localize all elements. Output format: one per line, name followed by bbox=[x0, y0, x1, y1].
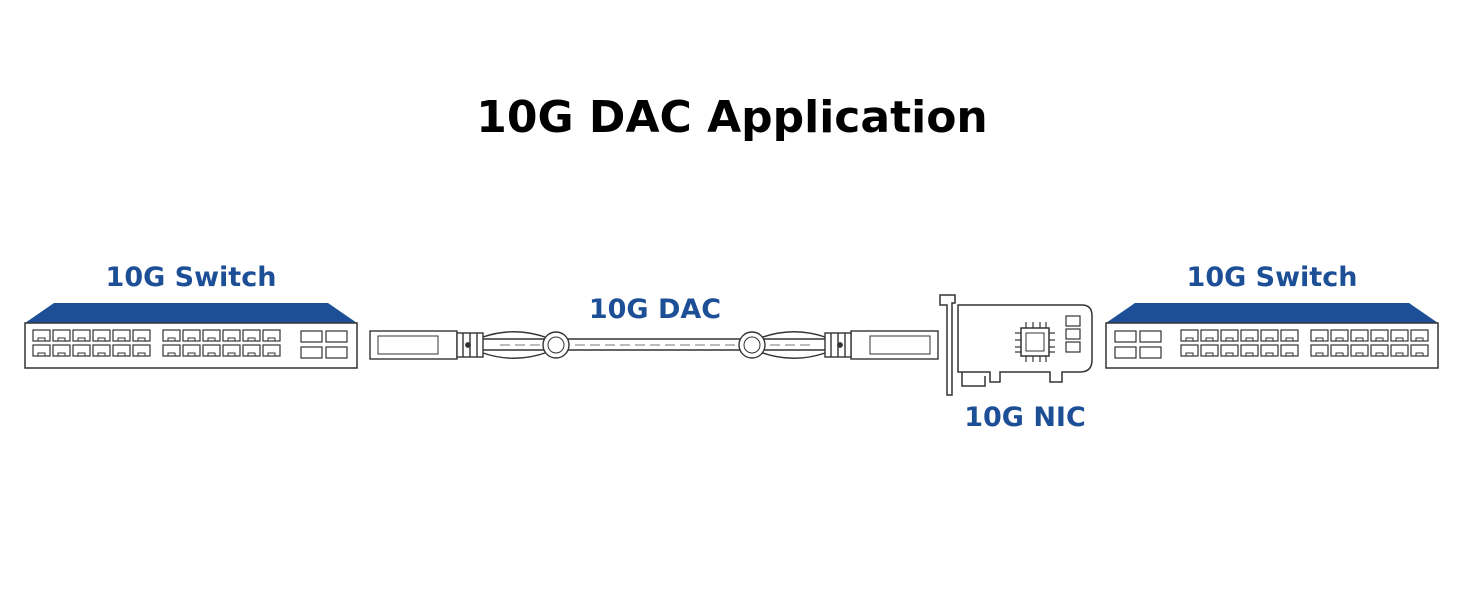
rj45-port bbox=[1180, 344, 1199, 357]
diagram-title: 10G DAC Application bbox=[476, 92, 988, 143]
rj45-port bbox=[1260, 344, 1279, 357]
rj45-port bbox=[1280, 329, 1299, 342]
rj45-port bbox=[1180, 329, 1199, 342]
rj45-port bbox=[32, 344, 51, 357]
dac-cable-icon bbox=[369, 330, 939, 360]
nic-connector-2 bbox=[1065, 328, 1081, 340]
switch-left-top bbox=[25, 303, 357, 323]
rj45-port bbox=[52, 329, 71, 342]
rj45-port bbox=[1220, 344, 1239, 357]
rj45-port bbox=[92, 344, 111, 357]
rj45-port bbox=[112, 329, 131, 342]
nic-chip bbox=[1015, 322, 1055, 362]
switch-right-icon bbox=[1105, 303, 1439, 369]
rj45-port bbox=[92, 329, 111, 342]
rj45-port bbox=[1350, 344, 1369, 357]
rj45-port bbox=[1350, 329, 1369, 342]
sfp-port bbox=[300, 330, 323, 343]
rj45-port bbox=[132, 344, 151, 357]
rj45-port bbox=[162, 344, 181, 357]
switch-left-icon bbox=[24, 303, 358, 369]
rj45-port bbox=[1330, 329, 1349, 342]
rj45-port bbox=[202, 344, 221, 357]
rj45-port bbox=[72, 329, 91, 342]
dac-label: 10G DAC bbox=[588, 294, 722, 325]
switch-left-label: 10G Switch bbox=[105, 262, 277, 293]
switch-right-top bbox=[1106, 303, 1438, 323]
rj45-port bbox=[262, 329, 281, 342]
rj45-port bbox=[242, 329, 261, 342]
rj45-port bbox=[202, 329, 221, 342]
switch-right-label: 10G Switch bbox=[1186, 262, 1358, 293]
sfp-port bbox=[1139, 330, 1162, 343]
nic-connector-3 bbox=[1065, 341, 1081, 353]
rj45-port bbox=[1390, 344, 1409, 357]
sfp-port bbox=[300, 346, 323, 359]
sfp-port bbox=[1139, 346, 1162, 359]
rj45-port bbox=[222, 329, 241, 342]
rj45-port bbox=[222, 344, 241, 357]
rj45-port bbox=[1240, 344, 1259, 357]
rj45-port bbox=[162, 329, 181, 342]
rj45-port bbox=[1220, 329, 1239, 342]
sfp-port bbox=[325, 330, 348, 343]
rj45-port bbox=[242, 344, 261, 357]
rj45-port bbox=[1260, 329, 1279, 342]
rj45-port bbox=[72, 344, 91, 357]
nic-connector-1 bbox=[1065, 315, 1081, 327]
rj45-port bbox=[1370, 344, 1389, 357]
rj45-port bbox=[1410, 329, 1429, 342]
nic-label: 10G NIC bbox=[964, 402, 1086, 433]
rj45-port bbox=[132, 329, 151, 342]
rj45-port bbox=[1280, 344, 1299, 357]
rj45-port bbox=[182, 329, 201, 342]
nic-card-icon bbox=[939, 294, 1093, 396]
sfp-port bbox=[1114, 330, 1137, 343]
rj45-port bbox=[1330, 344, 1349, 357]
sfp-port bbox=[1114, 346, 1137, 359]
sfp-port bbox=[325, 346, 348, 359]
rj45-port bbox=[1240, 329, 1259, 342]
rj45-port bbox=[112, 344, 131, 357]
nic-bracket bbox=[939, 294, 956, 396]
rj45-port bbox=[1410, 344, 1429, 357]
rj45-port bbox=[52, 344, 71, 357]
rj45-port bbox=[262, 344, 281, 357]
rj45-port bbox=[1370, 329, 1389, 342]
rj45-port bbox=[1310, 329, 1329, 342]
rj45-port bbox=[1200, 344, 1219, 357]
rj45-port bbox=[1390, 329, 1409, 342]
rj45-port bbox=[182, 344, 201, 357]
rj45-port bbox=[32, 329, 51, 342]
rj45-port bbox=[1200, 329, 1219, 342]
rj45-port bbox=[1310, 344, 1329, 357]
